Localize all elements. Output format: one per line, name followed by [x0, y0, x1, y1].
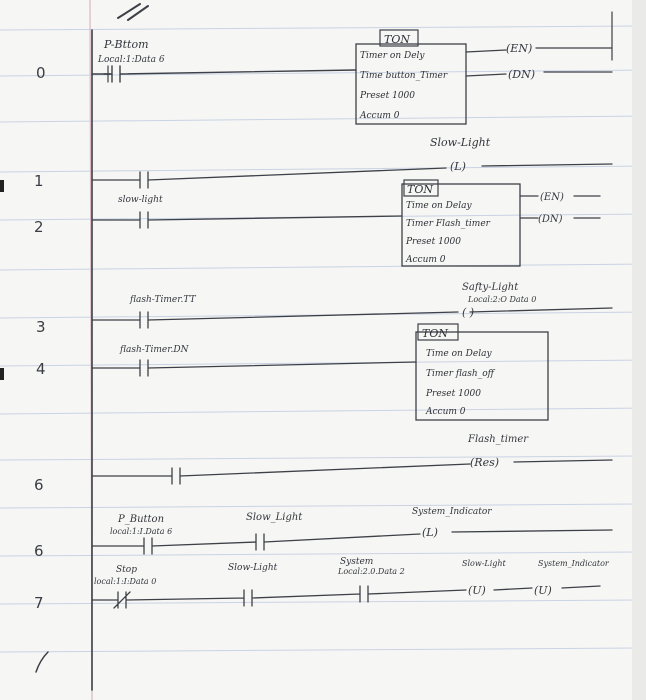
rung-0-wire: [91, 65, 357, 83]
output-dn: (DN): [508, 68, 535, 81]
contact-address: Local:2.0.Data 2: [337, 567, 405, 576]
coil-label: Slow-Light: [430, 136, 491, 149]
rung-3-wire: [91, 307, 613, 329]
timer-preset: Preset 1000: [359, 91, 415, 101]
rung-number: 6: [34, 476, 44, 494]
coil-label: System_Indicator: [538, 559, 610, 568]
rung-6-wire: [91, 529, 613, 555]
contact-label: Slow_Light: [246, 512, 303, 523]
coil-unlatch: (U): [468, 584, 486, 597]
timer-title: TON: [422, 327, 448, 340]
timer-name: Timer flash_off: [426, 369, 496, 379]
rung-number: 1: [34, 172, 44, 190]
timer-accum: Accum 0: [359, 111, 400, 121]
rung-2-wire: [91, 211, 403, 229]
contact-address: local:1:I.Data 6: [110, 527, 172, 536]
timer-type: Timer on Dely: [360, 51, 425, 61]
coil-label: System_Indicator: [412, 507, 492, 517]
rung-5-wire: [91, 459, 613, 485]
timer-preset: Preset 1000: [405, 237, 461, 247]
contact-label: Stop: [116, 565, 137, 575]
contact-label: P-Bttom: [103, 38, 149, 51]
timer-name: Time button_Timer: [360, 71, 448, 81]
coil-unlatch: (U): [534, 584, 552, 597]
timer-type: Time on Delay: [406, 201, 472, 211]
timer-block-2: TON Time on Delay Timer Flash_timer Pres…: [401, 179, 521, 267]
timer-accum: Accum 0: [405, 255, 446, 265]
contact-address: local:1:I:Data 0: [94, 577, 156, 586]
timer-name: Timer Flash_timer: [406, 219, 491, 229]
scribble: [117, 3, 149, 21]
timer-title: TON: [407, 183, 433, 196]
rung-7-wire: [91, 585, 601, 609]
coil-label: Slow-Light: [462, 559, 507, 568]
coil-latch: (L): [422, 526, 438, 539]
timer-type: Time on Delay: [426, 349, 492, 359]
contact-label: Slow-Light: [228, 563, 278, 573]
rung-number: 2: [34, 218, 44, 236]
scan-mark: [0, 368, 4, 380]
coil-reset: (Res): [470, 456, 499, 469]
coil-latch: (L): [450, 160, 466, 173]
output-en: (EN): [506, 42, 532, 55]
rung-number: 4: [36, 360, 46, 378]
contact-label: flash-Timer.DN: [119, 345, 190, 355]
contact-label: slow-light: [118, 195, 163, 205]
scribble: [35, 651, 49, 673]
scan-mark: [0, 180, 4, 192]
contact-address: Local:1:Data 6: [97, 55, 165, 65]
output-en: (EN): [540, 192, 564, 203]
contact-label: flash-Timer.TT: [129, 295, 197, 305]
rung-number: 3: [36, 318, 46, 336]
page-edge: [632, 0, 646, 700]
timer-block-3: TON Time on Delay Timer flash_off Preset…: [415, 323, 549, 421]
timer-title: TON: [384, 33, 410, 46]
timer-block-1: TON Timer on Dely Time button_Timer Pres…: [355, 29, 467, 125]
coil-label: Safty-Light: [462, 282, 519, 293]
coil-address: Local:2:O Data 0: [467, 295, 536, 304]
coil: ( ): [462, 306, 474, 319]
output-dn: (DN): [538, 214, 563, 225]
rung-number: 6: [34, 542, 44, 560]
rung-1-wire: [91, 163, 613, 189]
coil-label: Flash_timer: [467, 434, 529, 445]
timer-accum: Accum 0: [425, 407, 466, 417]
rung-number: 7: [34, 594, 44, 612]
contact-label: System: [340, 557, 373, 567]
timer-preset: Preset 1000: [425, 389, 481, 399]
contact-label: P_Button: [117, 514, 164, 525]
rung-4-wire: [91, 359, 417, 377]
rung-number: 0: [36, 64, 46, 82]
